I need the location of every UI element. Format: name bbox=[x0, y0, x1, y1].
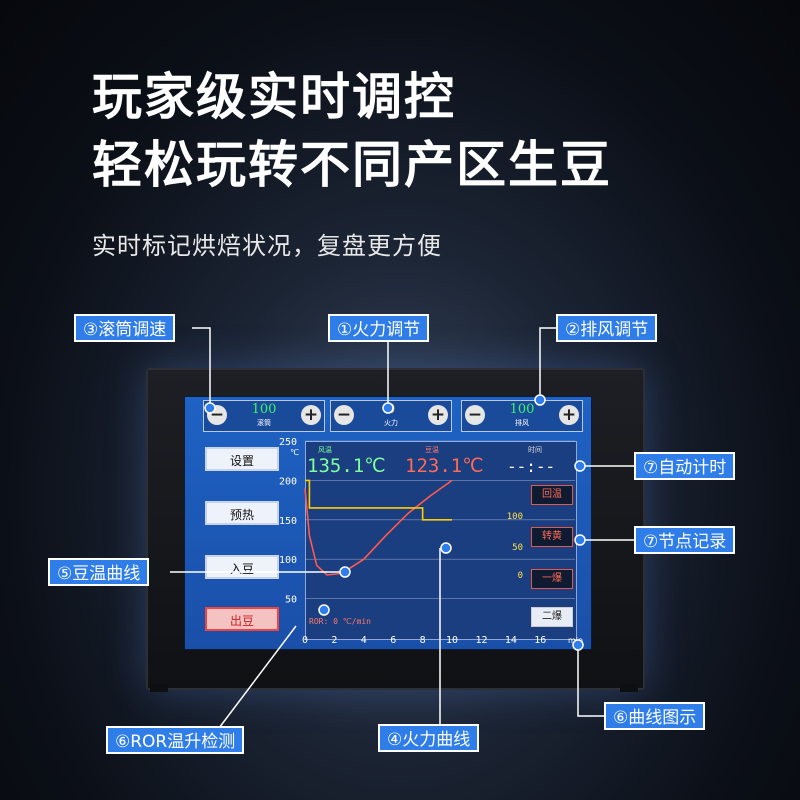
bean-temp-value: 123.1℃ bbox=[405, 455, 484, 477]
fire-label: 火力 bbox=[384, 419, 398, 427]
callout-ror: ⑥ROR温升检测 bbox=[106, 726, 245, 754]
right-tick-label: 100 bbox=[507, 512, 523, 522]
exhaust-minus-button[interactable]: − bbox=[465, 405, 485, 425]
exhaust-plus-button[interactable]: + bbox=[559, 405, 579, 425]
ror-readout: ROR: 0 ℃/min bbox=[309, 617, 371, 626]
subtitle: 实时标记烘焙状况，复盘更方便 bbox=[92, 232, 442, 260]
series-line-0 bbox=[304, 479, 453, 576]
callout-timer: ⑦自动计时 bbox=[634, 452, 736, 480]
exhaust-control: − 100 排风 + bbox=[461, 400, 583, 432]
x-tick-label: 12 bbox=[475, 635, 487, 646]
x-tick-label: 0 bbox=[302, 635, 308, 646]
drop-button[interactable]: 出豆 bbox=[205, 607, 279, 631]
callout-fire-curve: ④火力曲线 bbox=[378, 724, 480, 752]
bean-temp-label: 豆温 bbox=[425, 446, 439, 454]
wind-temp-value: 135.1℃ bbox=[307, 455, 386, 477]
x-tick-label: 8 bbox=[420, 635, 426, 646]
charge-button[interactable]: 入豆 bbox=[205, 555, 279, 579]
y-tick-label: 50 bbox=[285, 595, 297, 606]
callout-fire: ①火力调节 bbox=[328, 314, 430, 342]
timer-value: --:-- bbox=[507, 457, 556, 476]
device-foot bbox=[620, 684, 638, 692]
callout-exhaust: ②排风调节 bbox=[556, 314, 658, 342]
callout-curve-display: ⑥曲线图示 bbox=[604, 702, 706, 730]
exhaust-label: 排风 bbox=[515, 419, 529, 427]
wind-temp-label: 风温 bbox=[318, 446, 332, 454]
callout-drum-speed: ③滚筒调速 bbox=[74, 314, 176, 342]
drum-value: 100 bbox=[251, 402, 277, 417]
settings-button[interactable]: 设置 bbox=[205, 447, 279, 471]
x-tick-label: 16 bbox=[534, 635, 546, 646]
fire-minus-button[interactable]: − bbox=[334, 405, 354, 425]
right-tick-label: 0 bbox=[518, 571, 523, 581]
x-tick-label: 14 bbox=[505, 635, 517, 646]
preheat-button[interactable]: 预热 bbox=[205, 501, 279, 525]
drum-speed-control: − 100 滚筒 + bbox=[203, 400, 325, 432]
right-tick-label: 50 bbox=[512, 543, 523, 553]
device-foot bbox=[150, 684, 168, 692]
x-tick-label: 6 bbox=[390, 635, 396, 646]
return-temp-tag[interactable]: 回温 bbox=[531, 485, 573, 505]
touch-screen: − 100 滚筒 + − 0 火力 + − 100 排风 + 设置 预热 入豆 … bbox=[184, 396, 592, 650]
yellow-tag[interactable]: 转黄 bbox=[531, 527, 573, 547]
callout-node-record: ⑦节点记录 bbox=[634, 526, 736, 554]
second-crack-tag[interactable]: 二爆 bbox=[531, 607, 573, 627]
headline-line2: 轻松玩转不同产区生豆 bbox=[92, 136, 612, 194]
time-label: 时间 bbox=[528, 446, 542, 454]
headline-line1: 玩家级实时调控 bbox=[92, 68, 456, 126]
x-tick-label: 2 bbox=[331, 635, 337, 646]
first-crack-tag[interactable]: 一爆 bbox=[531, 569, 573, 589]
drum-plus-button[interactable]: + bbox=[301, 405, 321, 425]
x-tick-label: 10 bbox=[446, 635, 458, 646]
exhaust-value: 100 bbox=[509, 402, 535, 417]
x-tick-label: 4 bbox=[361, 635, 367, 646]
drum-label: 滚筒 bbox=[257, 419, 271, 427]
y-tick-label: 250 bbox=[279, 437, 297, 448]
y-tick-label: 200 bbox=[279, 476, 297, 487]
fire-plus-button[interactable]: + bbox=[428, 405, 448, 425]
callout-bean-curve: ⑤豆温曲线 bbox=[48, 558, 150, 586]
series-line-1 bbox=[305, 479, 453, 521]
y-tick-label: 150 bbox=[279, 516, 297, 527]
y-unit-label: ℃ bbox=[290, 448, 299, 457]
y-tick-label: 100 bbox=[279, 555, 297, 566]
